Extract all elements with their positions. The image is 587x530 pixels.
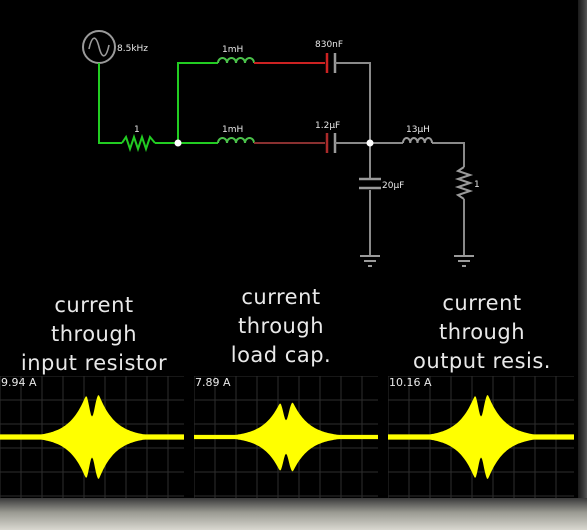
output-inductor-label: 13µH bbox=[406, 125, 430, 135]
capacitor-mid[interactable] bbox=[325, 133, 337, 153]
scope-load-cap[interactable]: 7.89 A bbox=[194, 376, 378, 498]
scope-input-resistor[interactable]: 9.94 A bbox=[0, 376, 184, 498]
scope-output-resistor[interactable]: 10.16 A bbox=[388, 376, 574, 498]
junction-node[interactable] bbox=[366, 139, 374, 147]
output-resistor[interactable] bbox=[454, 166, 474, 200]
scope-caption-output-resistor: current through output resis. bbox=[413, 291, 551, 373]
scope-value-label: 9.94 A bbox=[1, 376, 37, 389]
inductor-top-label: 1mH bbox=[222, 45, 243, 55]
capacitor-mid-label: 1.2µF bbox=[315, 121, 340, 131]
ground-symbol bbox=[360, 255, 380, 267]
inductor-mid[interactable] bbox=[217, 137, 255, 144]
input-resistor[interactable] bbox=[121, 133, 156, 153]
capacitor-top-label: 830nF bbox=[315, 40, 343, 50]
scope-caption-load-cap: current through load cap. bbox=[230, 285, 332, 367]
output-inductor[interactable] bbox=[402, 137, 433, 144]
scope-trace bbox=[194, 402, 378, 472]
shunt-capacitor[interactable] bbox=[359, 177, 381, 190]
output-wires[interactable] bbox=[335, 62, 465, 256]
input-wires[interactable] bbox=[98, 62, 218, 144]
capacitor-top[interactable] bbox=[325, 53, 337, 73]
output-resistor-label: 1 bbox=[474, 180, 480, 190]
shunt-capacitor-label: 20µF bbox=[382, 181, 404, 191]
inductor-mid-label: 1mH bbox=[222, 125, 243, 135]
inductor-top[interactable] bbox=[217, 57, 255, 64]
scope-value-label: 10.16 A bbox=[389, 376, 432, 389]
ac-source[interactable] bbox=[82, 30, 116, 64]
scope-caption-input-resistor: current through input resistor bbox=[20, 293, 168, 375]
window-shadow bbox=[0, 498, 587, 530]
scope-trace bbox=[388, 395, 574, 479]
junction-node[interactable] bbox=[174, 139, 182, 147]
ground-symbol bbox=[454, 255, 474, 267]
source-frequency-label: 8.5kHz bbox=[117, 44, 148, 54]
scope-trace bbox=[0, 395, 184, 479]
scope-value-label: 7.89 A bbox=[195, 376, 231, 389]
window-edge bbox=[578, 0, 587, 505]
circuit-schematic[interactable]: 8.5kHz 1 1mH 830nF 1mH bbox=[0, 0, 587, 290]
input-resistor-label: 1 bbox=[134, 125, 140, 135]
